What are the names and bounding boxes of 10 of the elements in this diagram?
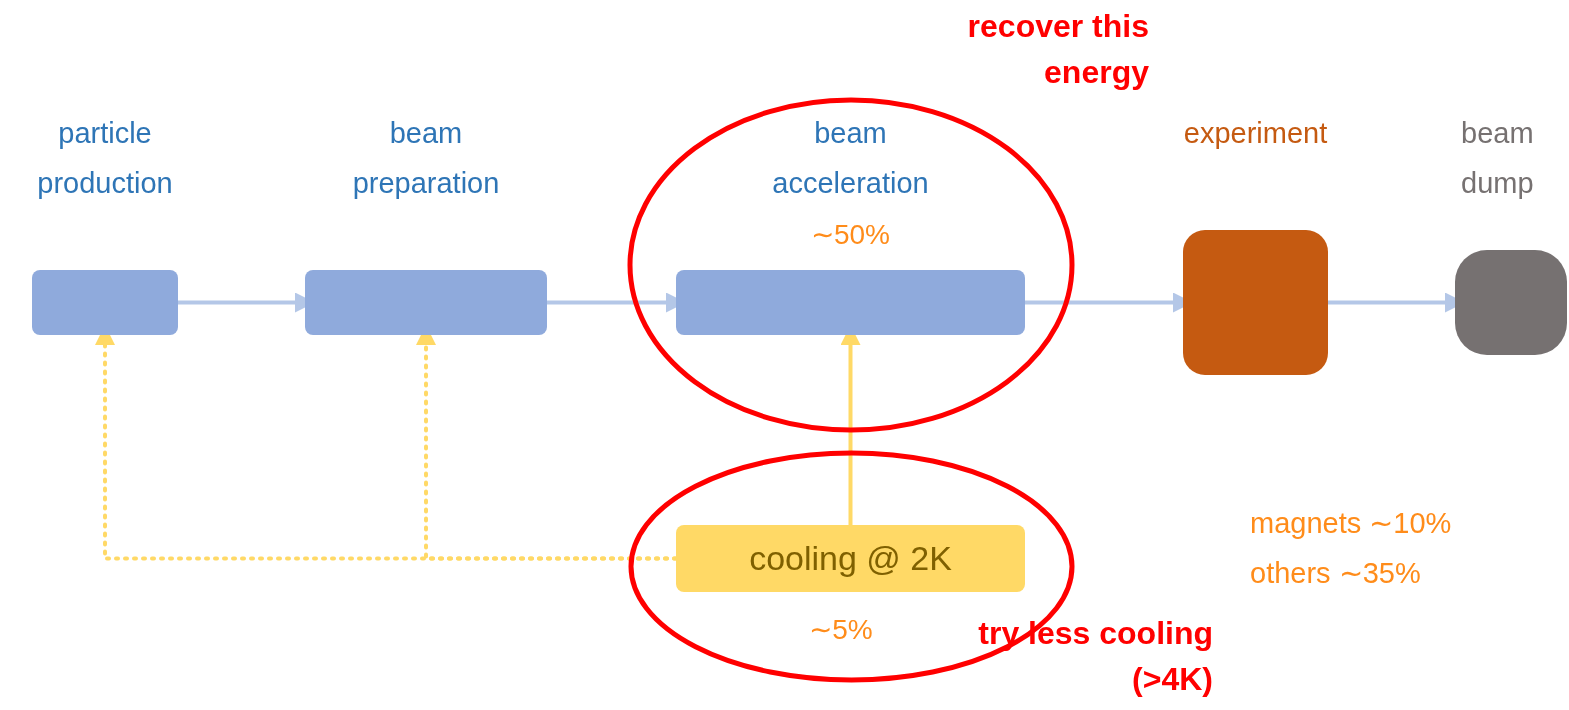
- stage-label: beam dump: [1461, 116, 1535, 201]
- stage-label: experiment: [1182, 116, 1329, 151]
- percentage-label: ∼5%: [808, 613, 874, 647]
- stage-label: beam preparation: [351, 116, 501, 201]
- callout-note: recover this energy: [966, 7, 1149, 92]
- percentage-label: ∼50%: [809, 218, 891, 252]
- energy-share-label: others ∼35%: [1250, 556, 1421, 590]
- stage-label: beam acceleration: [771, 116, 930, 201]
- stage-label: particle production: [36, 116, 174, 201]
- energy-share-label: magnets ∼10%: [1250, 506, 1452, 540]
